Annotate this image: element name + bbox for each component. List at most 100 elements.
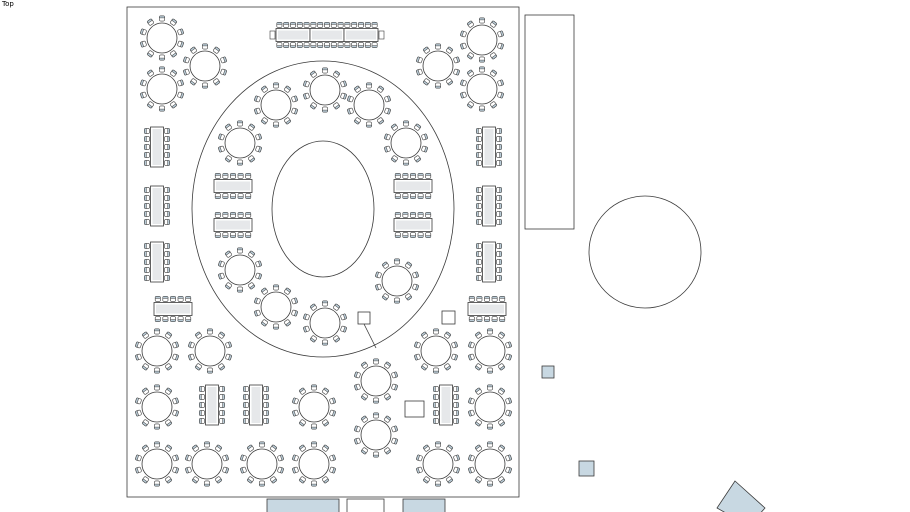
chair-icon (468, 397, 475, 405)
chair-icon (164, 144, 170, 150)
round-table-icon (460, 66, 504, 112)
fixture-square-center (404, 400, 425, 418)
chair-icon (204, 441, 210, 448)
chair-icon (381, 293, 389, 301)
chair-icon (333, 102, 341, 110)
chair-icon (496, 243, 502, 249)
chair-icon (172, 454, 179, 462)
chair-icon (164, 259, 170, 265)
chair-icon (375, 271, 382, 279)
chair-icon (177, 28, 184, 36)
chair-icon (498, 387, 506, 395)
chair-icon (487, 480, 493, 487)
chair-icon (290, 42, 296, 48)
chair-icon (498, 444, 506, 452)
round-table-icon (354, 412, 398, 458)
chair-icon (144, 187, 150, 193)
chair-icon (433, 402, 439, 408)
chair-icon (141, 476, 149, 484)
chair-icon (283, 22, 290, 28)
chair-icon (496, 275, 502, 281)
chair-icon (364, 22, 371, 28)
chair-icon (344, 42, 351, 48)
chair-icon (360, 415, 368, 423)
chair-icon (255, 145, 262, 153)
chair-icon (144, 275, 150, 281)
chair-icon (474, 444, 482, 452)
chair-icon (384, 107, 391, 115)
chair-icon (497, 42, 504, 50)
chair-icon (255, 272, 262, 280)
chair-icon (414, 123, 422, 131)
chair-icon (468, 353, 475, 361)
chair-icon (371, 22, 378, 28)
chair-icon (412, 283, 419, 291)
chair-icon (317, 42, 324, 48)
chair-icon (140, 28, 147, 36)
chair-icon (487, 367, 493, 374)
chair-icon (354, 425, 361, 433)
chair-icon (248, 155, 256, 163)
chair-icon (410, 212, 416, 218)
chair-icon (263, 410, 269, 416)
chair-icon (243, 402, 249, 408)
chair-icon (425, 193, 432, 199)
chair-icon (499, 316, 506, 322)
chair-icon (476, 296, 483, 302)
side-box-2 (578, 460, 595, 477)
chair-icon (230, 212, 236, 218)
chair-icon (496, 203, 502, 209)
chair-icon (237, 247, 243, 254)
chair-icon (329, 466, 336, 474)
chair-icon (243, 394, 249, 400)
chair-icon (170, 316, 176, 322)
chair-icon (222, 173, 229, 179)
chair-icon (273, 121, 279, 128)
chair-icon (446, 78, 454, 86)
chair-icon (391, 437, 398, 445)
chair-icon (479, 66, 485, 73)
chair-icon (330, 42, 337, 48)
chair-icon (199, 394, 205, 400)
chair-icon (170, 101, 178, 109)
chair-icon (165, 331, 173, 339)
chair-icon (164, 211, 170, 217)
chair-icon (284, 287, 292, 295)
chair-icon (416, 68, 423, 76)
chair-icon (213, 46, 221, 54)
chair-icon (358, 22, 364, 28)
round-table-icon (135, 384, 179, 430)
chair-icon (243, 386, 249, 392)
round-table-icon (135, 441, 179, 487)
chair-icon (292, 409, 299, 417)
chair-icon (144, 243, 150, 249)
round-table-icon (468, 441, 512, 487)
chair-icon (373, 412, 379, 419)
rectangular-table-icon (144, 241, 170, 283)
chair-icon (373, 397, 379, 404)
chair-icon (303, 80, 310, 88)
chair-icon (240, 454, 247, 462)
chair-icon (364, 42, 371, 48)
chair-icon (446, 476, 454, 484)
chair-icon (416, 56, 423, 64)
chair-icon (311, 480, 317, 487)
chair-icon (248, 123, 256, 131)
chair-icon (144, 211, 150, 217)
chair-icon (344, 22, 351, 28)
chair-icon (230, 193, 236, 199)
chair-icon (414, 155, 422, 163)
chair-icon (405, 261, 413, 269)
chair-icon (243, 418, 249, 424)
chair-icon (476, 152, 482, 158)
dance-floor-inner (271, 140, 375, 278)
chair-icon (433, 410, 439, 416)
chair-icon (416, 454, 423, 462)
chair-icon (259, 441, 265, 448)
chair-icon (140, 91, 147, 99)
chair-icon (322, 387, 330, 395)
entry-mat-right (402, 498, 446, 512)
rectangular-table-icon (153, 296, 193, 322)
chair-icon (219, 386, 225, 392)
chair-icon (496, 160, 502, 166)
